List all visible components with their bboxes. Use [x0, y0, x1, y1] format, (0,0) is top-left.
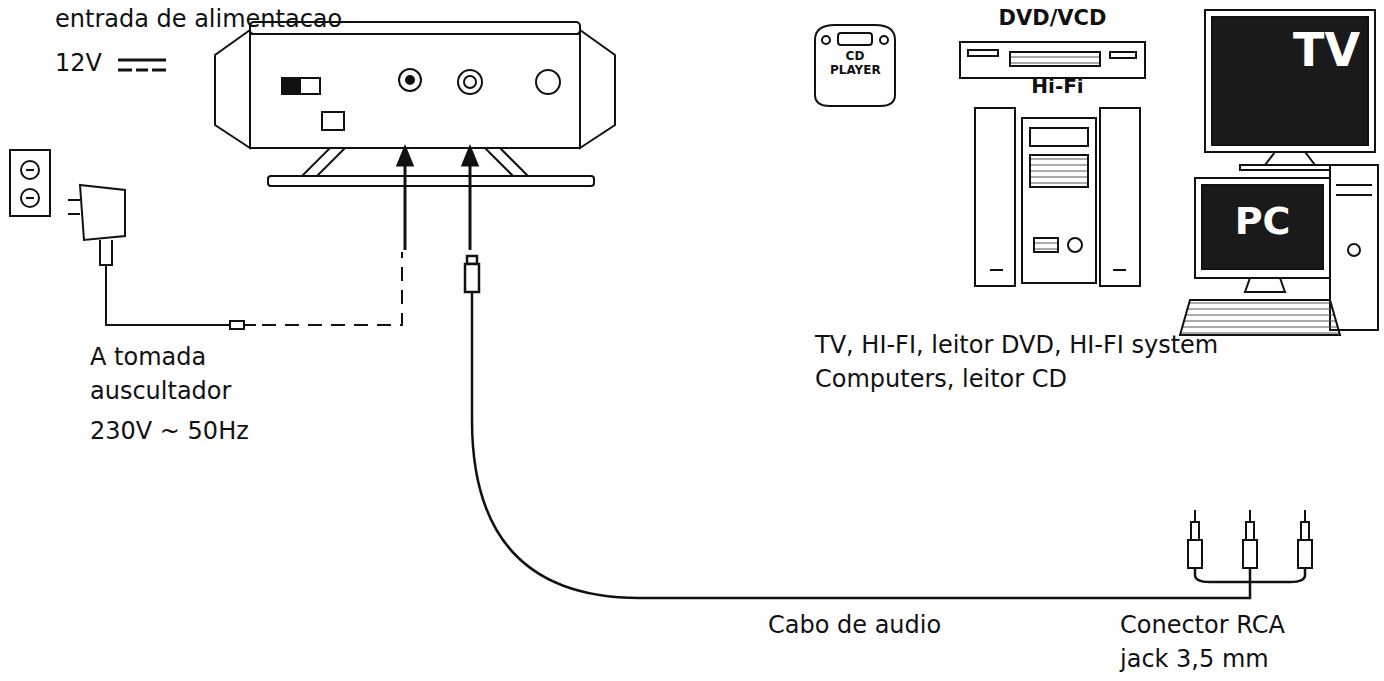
audio-cable [465, 256, 1305, 598]
tv-icon [1205, 10, 1375, 170]
text-label: Cabo de audio [768, 608, 988, 642]
dc-symbol [118, 60, 166, 70]
icon-label: PC [1210, 200, 1315, 244]
text-label: Conector RCA jack 3,5 mm [1120, 608, 1325, 676]
text-label: A tomada auscultador [90, 340, 265, 408]
power-adapter [68, 185, 256, 329]
dashed-power-cable [262, 252, 402, 325]
dvd-player-icon [960, 42, 1145, 78]
transmitter-base [215, 22, 615, 186]
device-icon: CD PLAYER [830, 50, 880, 90]
device-icon: TV [1225, 24, 1360, 84]
device-icon: Hi-Fi [1000, 75, 1115, 103]
connection-arrows [398, 148, 477, 250]
pc-icon [1180, 165, 1378, 335]
cd-player-icon [815, 25, 895, 106]
text-label: 230V ~ 50Hz [90, 414, 310, 448]
icon-label: CD PLAYER [830, 50, 880, 78]
text-label: entrada de alimentacao [55, 2, 455, 36]
icon-label: Hi-Fi [1000, 75, 1115, 98]
icon-label: TV [1225, 24, 1360, 77]
device-icon: DVD/VCD [955, 6, 1150, 36]
text-label: 12V [55, 46, 115, 80]
wall-socket [10, 150, 50, 216]
icon-label: DVD/VCD [955, 6, 1150, 30]
rca-plugs [1188, 510, 1312, 568]
hifi-icon [975, 108, 1140, 286]
text-label: TV, HI-FI, leitor DVD, HI-FI system Comp… [815, 328, 1345, 396]
device-icon: PC [1210, 200, 1315, 250]
